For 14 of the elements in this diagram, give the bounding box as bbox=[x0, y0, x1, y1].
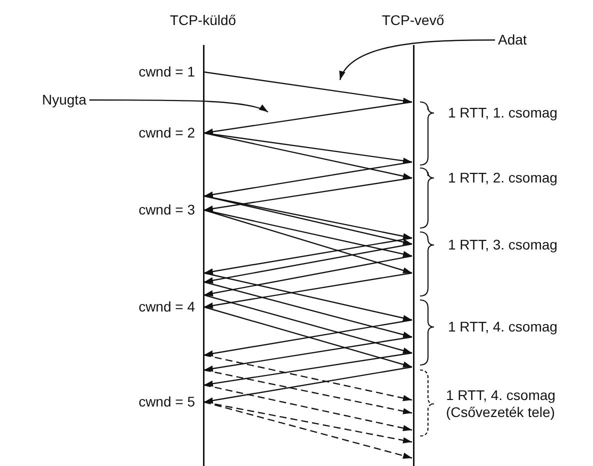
window-size-label: cwnd = 5 bbox=[138, 394, 195, 410]
callout-text: Adat bbox=[498, 32, 527, 48]
interval-label: 1 RTT, 2. csomag bbox=[448, 170, 558, 186]
window-size-label: cwnd = 2 bbox=[138, 124, 195, 142]
interval-label: 1 RTT, 1. csomag bbox=[448, 104, 558, 122]
interval-label: 1 RTT, 3. csomag bbox=[448, 236, 558, 254]
window-size-label: cwnd = 3 bbox=[138, 202, 195, 218]
window-size-label: cwnd = 4 bbox=[138, 298, 195, 316]
interval-label: 1 RTT, 4. csomag (Csővezeték tele) bbox=[446, 387, 556, 421]
callout-text: Nyugta bbox=[42, 92, 86, 108]
window-size-label: cwnd = 1 bbox=[138, 64, 195, 80]
lifeline-header: TCP-vevő bbox=[380, 11, 446, 30]
lifeline-header: TCP-küldő bbox=[168, 11, 238, 30]
interval-label: 1 RTT, 4. csomag bbox=[448, 318, 558, 336]
